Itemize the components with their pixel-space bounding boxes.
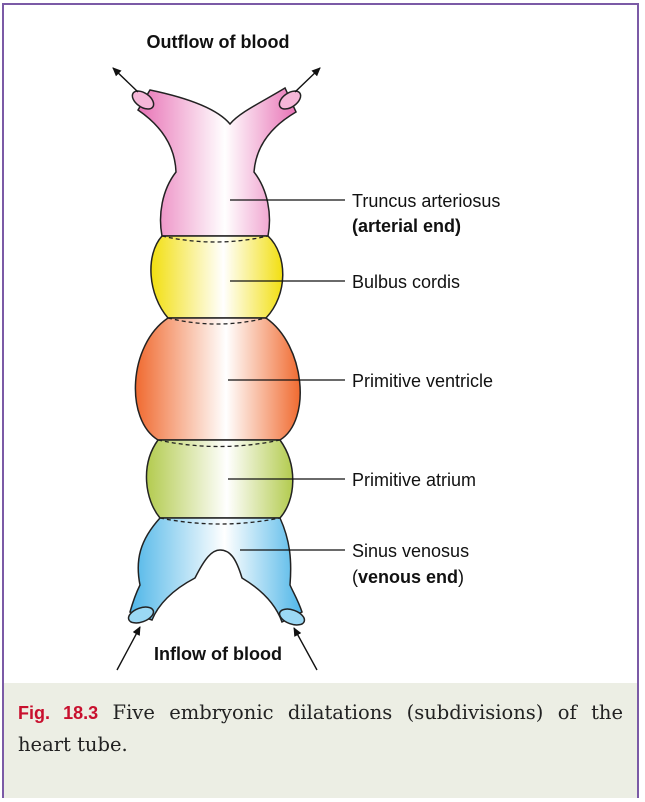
label-venous-end: (venous end) [352,567,464,587]
label-sinus-venosus: Sinus venosus [352,541,469,561]
label-truncus-arteriosus: Truncus arteriosus [352,191,500,211]
figure-caption: Fig. 18.3 Five embryonic dilatations (su… [18,697,623,760]
bulbus-cordis-segment [151,236,283,318]
figure-number: Fig. 18.3 [18,703,98,723]
outflow-arrow-right [295,68,320,92]
label-primitive-atrium: Primitive atrium [352,470,476,490]
outflow-title: Outflow of blood [147,32,290,52]
label-bulbus-cordis: Bulbus cordis [352,272,460,292]
outflow-arrow-left [113,68,138,92]
caption-box: Fig. 18.3 Five embryonic dilatations (su… [4,683,637,798]
truncus-arteriosus-segment [138,88,296,236]
label-arterial-end: (arterial end) [352,216,461,236]
sinus-venosus-segment [130,518,302,622]
label-primitive-ventricle: Primitive ventricle [352,371,493,391]
primitive-ventricle-segment [135,318,300,440]
inflow-title-html: Inflow of blood [130,644,306,665]
caption-text: Five embryonic dilatations (subdivisions… [18,701,623,756]
heart-tube-diagram: Outflow of blood Inflow of blood Truncus… [0,0,645,682]
